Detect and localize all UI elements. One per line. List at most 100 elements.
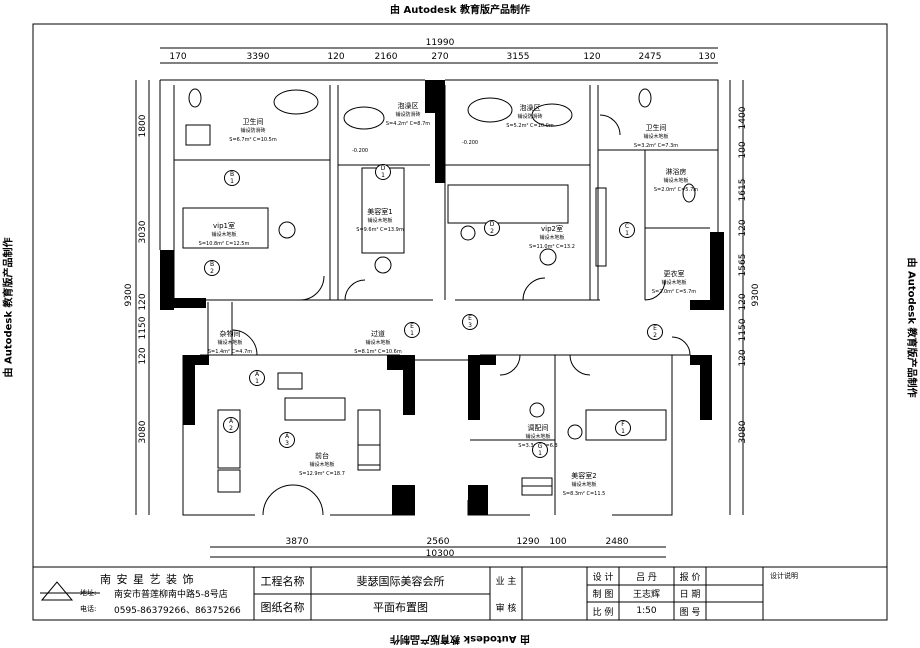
marker-number: 2 [229,425,233,432]
marker-number: 2 [210,268,214,275]
company-address: 南安市普莲柳南中路5-8号店 [114,590,228,600]
marker-number: 1 [230,178,234,185]
room-name: 过道 [371,330,385,338]
dim-right-label: 1150 [738,318,748,342]
room-floor: 铺设木地板 [663,178,689,184]
dim-bottom-label: 100 [549,537,567,547]
marker-letter: E [468,315,472,322]
company-name: 南 安 星 艺 装 饰 [100,573,195,586]
scale-label: 比 例 [592,607,614,618]
room-floor: 铺设木地板 [643,134,669,140]
title-block-lines [32,566,888,621]
dim-top-label: 2160 [374,52,398,62]
marker-number: 1 [625,230,629,237]
room-floor: 铺设木地板 [309,462,335,468]
marker-letter: D [489,221,495,228]
room-area: S=9.6m² C=13.9m [356,227,404,233]
dim-top-label: 3390 [246,52,270,62]
room-name: 美容室2 [571,472,597,480]
room-area: S=8.1m² C=10.6m [354,349,402,355]
dim-top-label: 120 [327,52,345,62]
dim-bottom-label: 3870 [285,537,309,547]
room-area: S=5.2m² C=10.0m [506,123,554,129]
dim-top-total: 11990 [425,38,455,48]
dim-top-label: 170 [169,52,187,62]
room-floor: 铺设防滑砖 [240,128,266,134]
marker-number: 2 [490,228,494,235]
design-value: 吕 丹 [636,572,657,583]
room-name: 卫生间 [645,124,667,132]
dim-right-label: 120 [738,349,748,367]
room-label: 卫生间铺设木地板 S=3.2m² C=7.3m [634,124,678,151]
dim-left-total: 9300 [124,283,134,307]
dim-top-label: 270 [431,52,449,62]
room-area: S=4.2m² C=8.7m [385,121,431,127]
address-label: 地址: [80,589,97,597]
quote-label: 报 价 [679,572,701,583]
dim-right-label: 120 [738,219,748,237]
room-floor: 铺设木地板 [571,482,597,488]
room-area: S=3.2m² C=7.3m [633,143,679,149]
marker-letter: E [653,325,657,332]
dim-right-total: 9300 [751,283,761,307]
room-label: 泡澡区铺设防滑砖 S=4.2m² C=8.7m [386,102,430,129]
dim-bottom-label: 2560 [426,537,450,547]
dim-top-label: 2475 [638,52,662,62]
dim-bottom-label: 1290 [516,537,540,547]
dim-right-label: 1400 [738,106,748,130]
room-name: 泡澡区 [397,102,419,110]
marker-letter: C [624,223,630,230]
marker-letter: A [228,418,234,425]
dim-bottom-label: 2480 [605,537,629,547]
dim-left-label: 1800 [138,114,148,138]
level-mark: -0.200 [462,140,479,146]
room-floor: 铺设木地板 [367,218,393,224]
watermark-top: 由 Autodesk 教育版产品制作 [389,5,530,16]
room-area: S=6.7m² C=10.5m [229,137,277,143]
room-label: 美容室2 铺设木地板 S=8.3m² C=11.5 [563,472,606,499]
dim-bottom-total: 10300 [425,549,455,559]
dim-top-label: 3155 [506,52,530,62]
room-name: 前台 [315,452,329,460]
room-area: S=8.3m² C=11.5 [562,491,606,497]
marker-number: 1 [255,378,259,385]
room-name: 杂物间 [219,330,241,338]
room-floor: 铺设木地板 [539,235,565,241]
company-phone: 0595-86379266、86375266 [114,606,241,616]
dim-left-label: 1150 [138,316,148,340]
room-floor: 铺设木地板 [525,434,551,440]
notes-label: 设计说明 [770,572,798,580]
dim-top-label: 120 [583,52,601,62]
sheet-label: 图 号 [679,607,701,618]
marker-letter: B [229,171,235,178]
dim-left-label: 3030 [138,220,148,244]
room-floor: 铺设防滑砖 [395,112,421,118]
draw-value: 王志辉 [632,590,660,600]
marker-letter: F [621,421,625,428]
project-label: 工程名称 [260,574,305,588]
room-area: S=1.4m² C=4.7m [207,349,253,355]
room-area: S=11.0m² C=13.2 [529,244,575,250]
dim-right-label: 100 [738,141,748,159]
marker-letter: E [410,323,414,330]
marker-number: 1 [538,450,542,457]
solid-walls [160,80,724,515]
room-name: 调配间 [527,424,549,432]
room-floor: 铺设木地板 [211,232,237,238]
dim-right-label: 120 [738,293,748,311]
